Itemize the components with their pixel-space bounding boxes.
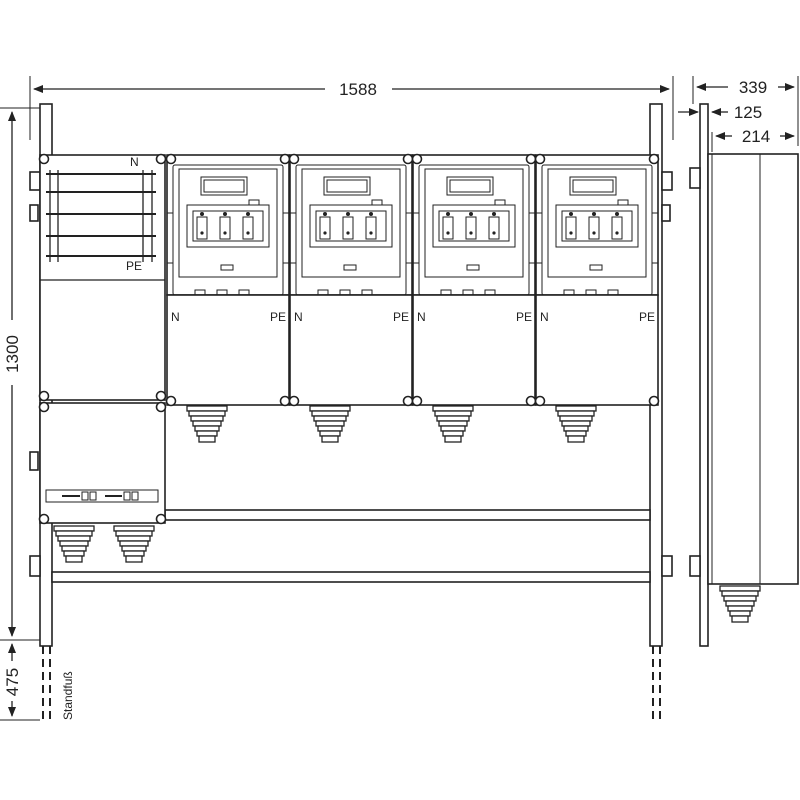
fuse-module-2: N PE — [288, 153, 414, 443]
busbar-box: N PE — [38, 153, 167, 402]
foot-height-value: 475 — [3, 668, 22, 696]
dimension-depth-box: 214 — [711, 127, 795, 152]
fuse-module-1: N PE — [165, 153, 291, 443]
side-view — [689, 103, 799, 647]
busbar-neutral-label: N — [130, 155, 139, 169]
height-value: 1300 — [3, 335, 22, 373]
module-earth-label: PE — [516, 310, 532, 324]
fuse-module-4: N PE — [534, 153, 660, 443]
module-earth-label: PE — [393, 310, 409, 324]
busbar-earth-label: PE — [126, 259, 142, 273]
stand-foot-label: Standfuß — [61, 671, 75, 720]
dimension-depth-mid: 125 — [678, 103, 762, 122]
module-earth-label: PE — [270, 310, 286, 324]
depth-box-value: 214 — [742, 127, 770, 146]
mounting-rails — [51, 509, 651, 583]
width-value: 1588 — [339, 80, 377, 99]
depth-total-value: 339 — [739, 78, 767, 97]
module-neutral-label: N — [294, 310, 303, 324]
dimension-depth-total: 339 — [692, 76, 799, 146]
module-neutral-label: N — [540, 310, 549, 324]
module-neutral-label: N — [417, 310, 426, 324]
module-earth-label: PE — [639, 310, 655, 324]
depth-mid-value: 125 — [734, 103, 762, 122]
dimension-height: 1300 — [0, 107, 40, 641]
terminal-box — [38, 401, 167, 563]
module-neutral-label: N — [171, 310, 180, 324]
dimension-width: 1588 — [29, 76, 674, 140]
dimension-foot: 475 — [0, 643, 40, 721]
fuse-module-3: N PE — [411, 153, 537, 443]
post-brackets — [29, 171, 673, 577]
